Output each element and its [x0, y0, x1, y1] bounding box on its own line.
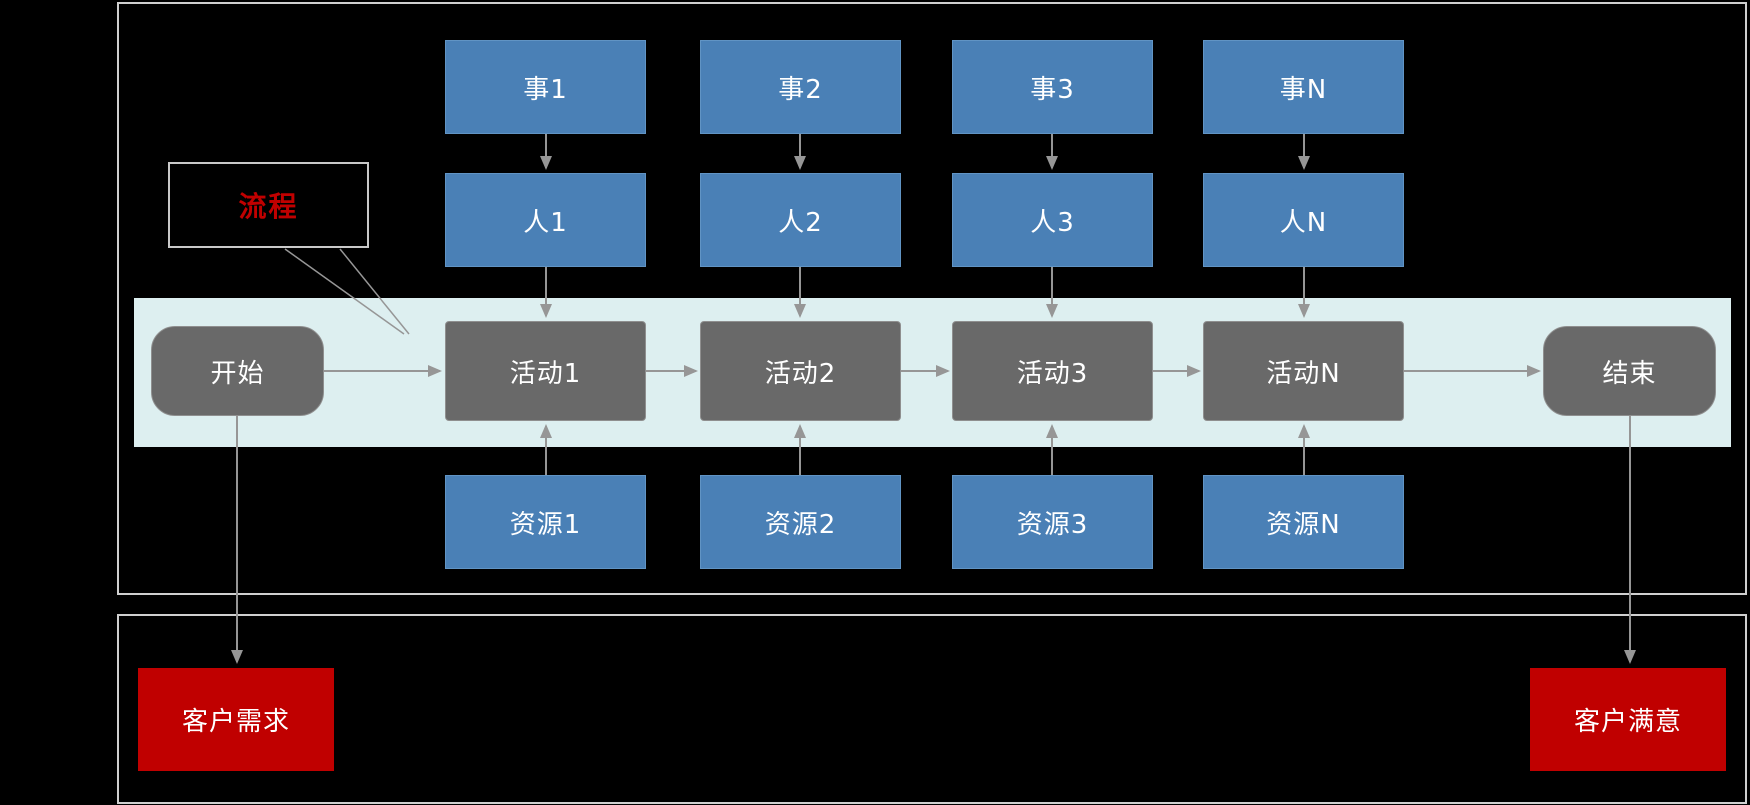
resource-box-3: 资源3: [952, 475, 1153, 569]
task-box-3: 事3: [952, 40, 1153, 134]
start-box: 开始: [151, 326, 324, 416]
person-box-n: 人N: [1203, 173, 1404, 267]
process-callout: 流程: [168, 162, 369, 248]
customer-need-box: 客户需求: [138, 668, 334, 771]
task-box-1: 事1: [445, 40, 646, 134]
task-box-2: 事2: [700, 40, 901, 134]
customer-satisfaction-box: 客户满意: [1530, 668, 1726, 771]
process-lane: [134, 298, 1731, 447]
outcome-panel: [117, 614, 1747, 804]
resource-box-1: 资源1: [445, 475, 646, 569]
activity-box-3: 活动3: [952, 321, 1153, 421]
person-box-2: 人2: [700, 173, 901, 267]
person-box-1: 人1: [445, 173, 646, 267]
activity-box-2: 活动2: [700, 321, 901, 421]
task-box-n: 事N: [1203, 40, 1404, 134]
resource-box-n: 资源N: [1203, 475, 1404, 569]
activity-box-1: 活动1: [445, 321, 646, 421]
person-box-3: 人3: [952, 173, 1153, 267]
resource-box-2: 资源2: [700, 475, 901, 569]
end-box: 结束: [1543, 326, 1716, 416]
process-callout-label: 流程: [238, 190, 299, 223]
process-panel: [117, 2, 1747, 595]
activity-box-n: 活动N: [1203, 321, 1404, 421]
